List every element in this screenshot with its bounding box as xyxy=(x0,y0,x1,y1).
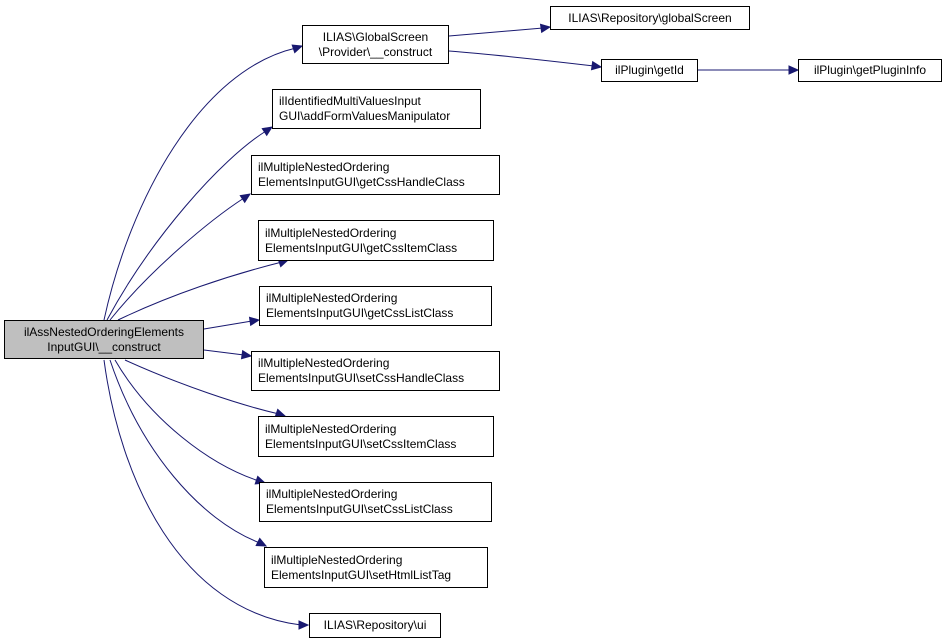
edge-line xyxy=(114,359,260,482)
node-ui[interactable]: ILIAS\Repository\ui xyxy=(309,613,441,638)
node-getcssitem[interactable]: ilMultipleNestedOrdering ElementsInputGU… xyxy=(258,220,494,261)
node-setcsshandle-line-1: ilMultipleNestedOrdering xyxy=(258,356,390,370)
node-getcsslist[interactable]: ilMultipleNestedOrdering ElementsInputGU… xyxy=(259,286,492,326)
node-setcsslist[interactable]: ilMultipleNestedOrdering ElementsInputGU… xyxy=(259,482,492,522)
edge-arrowhead xyxy=(539,23,552,34)
edge-getid-to-getplugininfo xyxy=(698,65,800,75)
node-sethtmllisttag-line-1: ilMultipleNestedOrdering xyxy=(271,552,403,567)
node-getcsslist-line-1: ilMultipleNestedOrdering xyxy=(266,291,398,305)
edge-arrowhead xyxy=(248,316,261,327)
edge-arrowhead xyxy=(240,349,253,360)
node-getcsshandle[interactable]: ilMultipleNestedOrdering ElementsInputGU… xyxy=(251,155,500,195)
node-getcsshandle-line-1: ilMultipleNestedOrdering xyxy=(258,160,390,174)
edge-arrowhead xyxy=(261,126,274,137)
edge-root-to-sethtmllisttag xyxy=(109,359,268,547)
node-getid[interactable]: ilPlugin\getId xyxy=(601,59,698,82)
node-setcssitem[interactable]: ilMultipleNestedOrdering ElementsInputGU… xyxy=(258,416,494,457)
edge-line xyxy=(106,130,267,321)
edge-arrowhead xyxy=(291,44,304,54)
node-provider-line-1: ILIAS\GlobalScreen xyxy=(322,29,429,44)
edge-line xyxy=(448,27,544,37)
edge-provider-to-globalscreen xyxy=(448,23,552,37)
edge-line xyxy=(103,47,297,321)
node-addform-line-2: GUI\addFormValuesManipulator xyxy=(279,109,451,123)
edge-line xyxy=(117,261,283,321)
node-globalscreen-label: ILIAS\Repository\globalScreen xyxy=(568,10,732,25)
node-root-line-1: ilAssNestedOrderingElements xyxy=(23,324,185,339)
edge-root-to-setcsshandle xyxy=(203,349,253,360)
node-root[interactable]: ilAssNestedOrderingElements InputGUI\__c… xyxy=(4,320,204,359)
edge-root-to-setcsslist xyxy=(114,359,267,485)
edge-line xyxy=(124,359,280,415)
node-sethtmllisttag[interactable]: ilMultipleNestedOrdering ElementsInputGU… xyxy=(264,547,488,588)
node-provider-line-2: \Provider\__construct xyxy=(318,44,433,59)
node-provider[interactable]: ILIAS\GlobalScreen \Provider\__construct xyxy=(302,25,449,64)
node-getcssitem-line-1: ilMultipleNestedOrdering xyxy=(265,225,397,240)
node-getcsslist-line-2: ElementsInputGUI\getCssListClass xyxy=(266,306,454,320)
edge-arrowhead xyxy=(239,193,252,204)
node-getid-label: ilPlugin\getId xyxy=(615,63,684,77)
edge-line xyxy=(203,320,253,330)
node-getplugininfo[interactable]: ilPlugin\getPluginInfo xyxy=(798,59,942,82)
edge-root-to-ui xyxy=(103,359,310,630)
edge-provider-to-getid xyxy=(448,50,603,71)
edge-line xyxy=(109,197,245,321)
edge-root-to-getcsshandle xyxy=(109,193,252,321)
node-globalscreen[interactable]: ILIAS\Repository\globalScreen xyxy=(550,6,750,30)
node-setcsshandle[interactable]: ilMultipleNestedOrdering ElementsInputGU… xyxy=(251,351,500,391)
edge-root-to-addform xyxy=(106,126,274,321)
edge-arrowhead xyxy=(255,537,268,547)
node-setcsslist-line-2: ElementsInputGUI\setCssListClass xyxy=(266,502,453,516)
node-setcsshandle-line-2: ElementsInputGUI\setCssHandleClass xyxy=(258,371,465,385)
node-getplugininfo-label: ilPlugin\getPluginInfo xyxy=(813,63,927,77)
edge-arrowhead xyxy=(298,620,310,630)
edge-line xyxy=(103,359,302,626)
edge-root-to-provider xyxy=(103,44,304,321)
node-root-line-2: InputGUI\__construct xyxy=(47,339,161,354)
node-addform-line-1: ilIdentifiedMultiValuesInput xyxy=(279,94,421,108)
edge-line xyxy=(203,349,245,356)
edge-arrowhead xyxy=(788,65,800,75)
edge-line xyxy=(448,50,595,67)
edge-arrowhead xyxy=(590,60,603,71)
node-ui-label: ILIAS\Repository\ui xyxy=(323,618,427,632)
node-setcsslist-line-1: ilMultipleNestedOrdering xyxy=(266,487,398,501)
edge-line xyxy=(109,359,261,544)
node-addform[interactable]: ilIdentifiedMultiValuesInput GUI\addForm… xyxy=(272,89,481,129)
node-sethtmllisttag-line-2: ElementsInputGUI\setHtmlListTag xyxy=(271,567,452,582)
edge-root-to-getcsslist xyxy=(203,316,261,330)
node-setcssitem-line-2: ElementsInputGUI\setCssItemClass xyxy=(265,436,457,451)
node-getcsshandle-line-2: ElementsInputGUI\getCssHandleClass xyxy=(258,175,465,189)
node-getcssitem-line-2: ElementsInputGUI\getCssItemClass xyxy=(265,240,458,255)
node-setcssitem-line-1: ilMultipleNestedOrdering xyxy=(265,421,397,436)
